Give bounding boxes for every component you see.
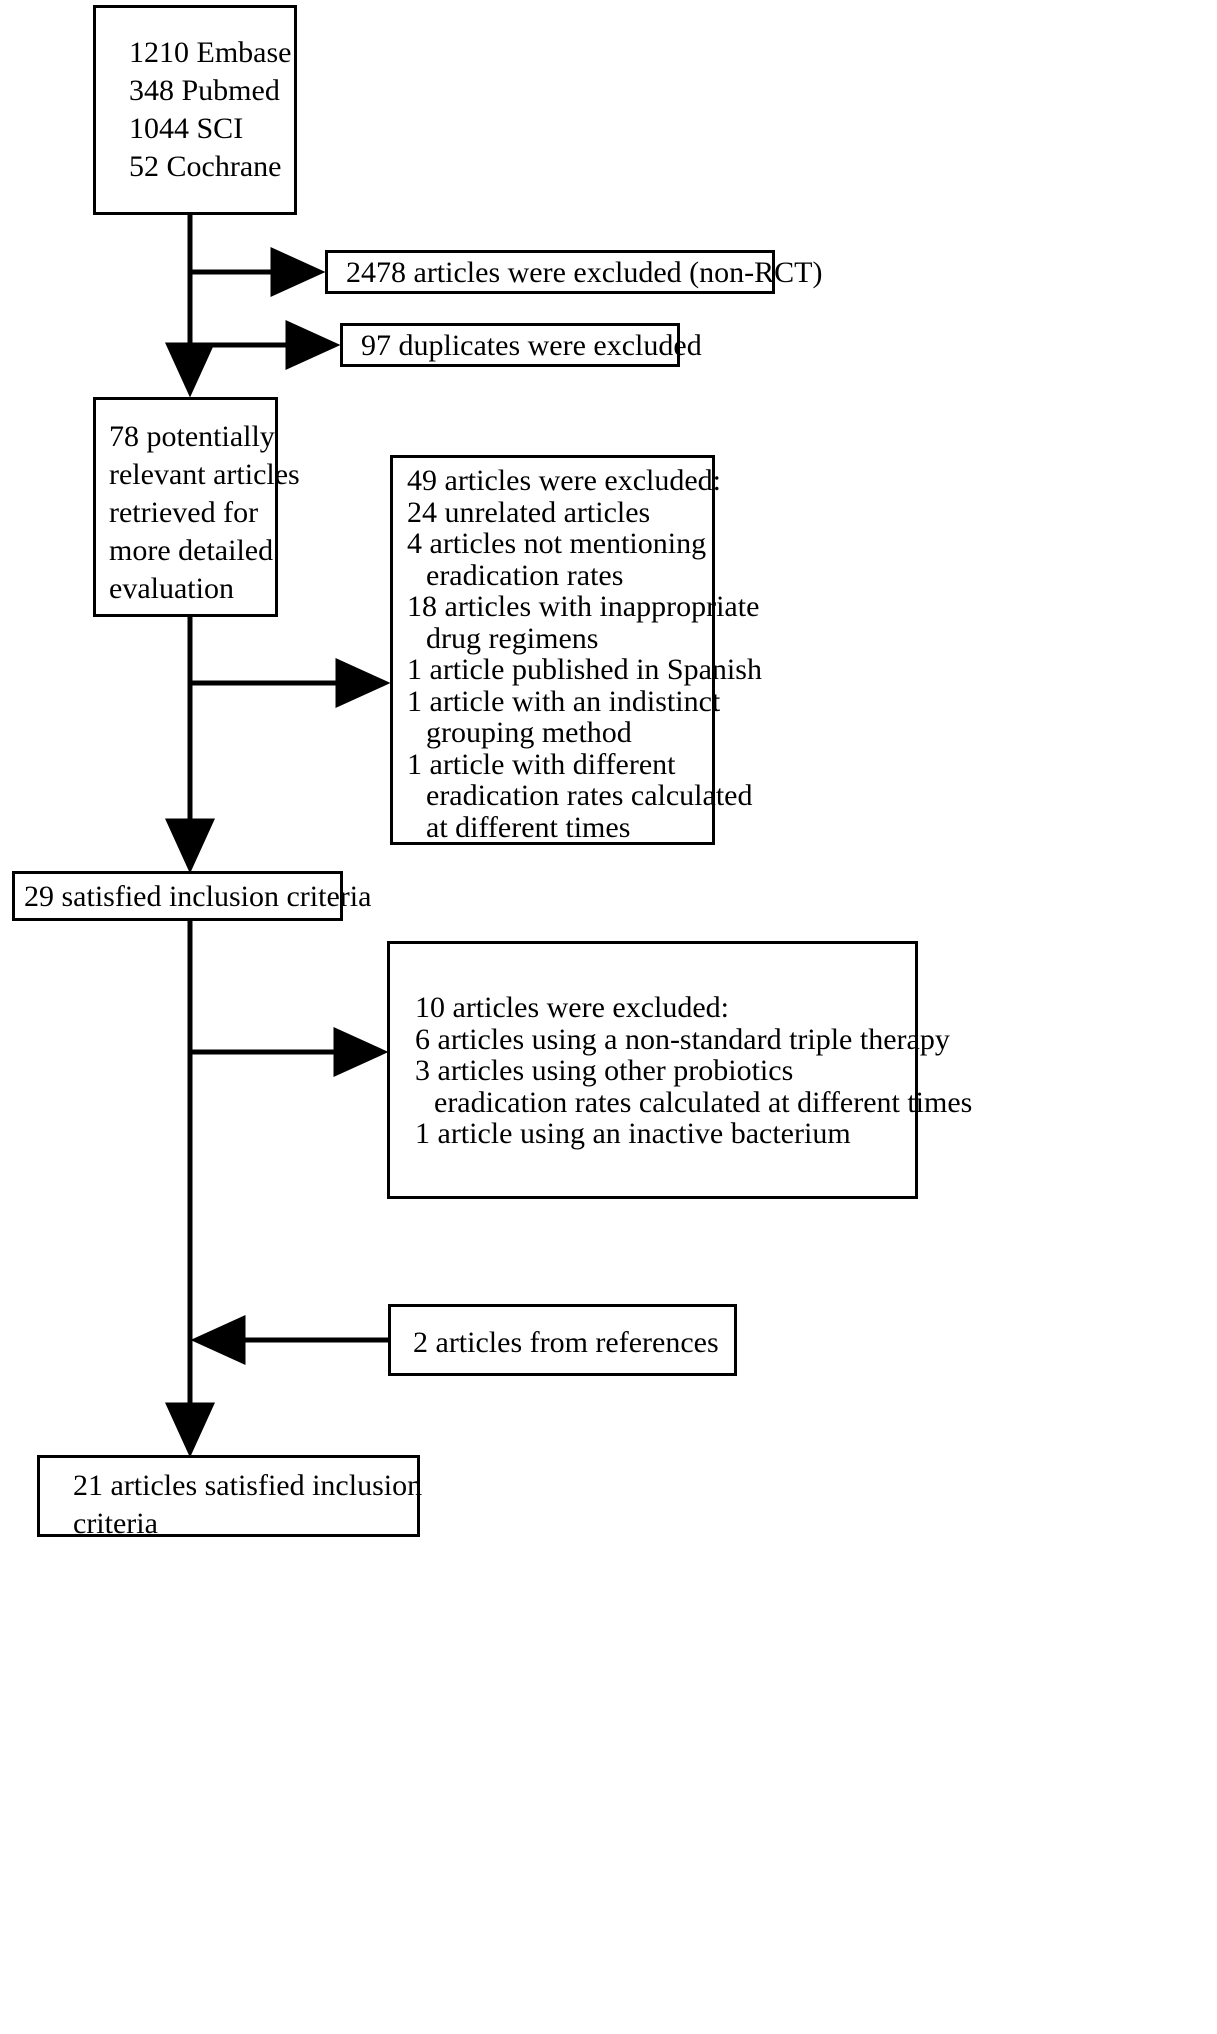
excluded-49-line-1: 49 articles were excluded: (407, 464, 722, 497)
box-excluded-49: 49 articles were excluded: 24 unrelated … (390, 455, 762, 845)
box-from-references-text: 2 articles from references (413, 1326, 719, 1359)
box-satisfied-29: 29 satisfied inclusion criteria (12, 871, 371, 921)
excluded-49-line-9: grouping method (426, 716, 632, 749)
box-excluded-non-rct: 2478 articles were excluded (non-RCT) (325, 250, 823, 294)
excluded-49-line-11: eradication rates calculated (426, 779, 753, 812)
box-database-sources-text: 1210 Embase 348 Pubmed 1044 SCI 52 Cochr… (129, 36, 292, 183)
box-excluded-10: 10 articles were excluded: 6 articles us… (387, 941, 972, 1199)
excluded-49-line-6: drug regimens (426, 621, 599, 655)
excluded-49-line-2: 24 unrelated articles (407, 495, 651, 529)
excluded-10-line-1: 10 articles were excluded: (415, 991, 730, 1024)
excluded-10-line-2: 6 articles using a non-standard triple t… (415, 1022, 950, 1056)
box-retrieved-78: 78 potentially relevant articles retriev… (93, 397, 300, 617)
excluded-10-line-4: eradication rates calculated at differen… (434, 1085, 973, 1119)
excluded-10-line-3: 3 articles using other probiotics (415, 1054, 794, 1087)
box-retrieved-78-text: 78 potentially relevant articles retriev… (109, 420, 300, 605)
box-excluded-duplicates-text: 97 duplicates were excluded (361, 329, 702, 362)
excluded-49-line-8: 1 article with an indistinct (407, 684, 721, 718)
box-final-21: 21 articles satisfied inclusion criteria (37, 1455, 422, 1540)
excluded-49-line-3: 4 articles not mentioning (407, 527, 707, 560)
excluded-49-line-4: eradication rates (426, 558, 624, 592)
box-satisfied-29-text: 29 satisfied inclusion criteria (24, 880, 372, 913)
box-excluded-duplicates: 97 duplicates were excluded (340, 323, 702, 367)
box-excluded-non-rct-text: 2478 articles were excluded (non-RCT) (346, 256, 823, 289)
excluded-49-line-7: 1 article published in Spanish (407, 653, 762, 686)
excluded-10-line-5: 1 article using an inactive bacterium (415, 1117, 851, 1150)
excluded-49-line-12: at different times (426, 810, 631, 844)
box-final-21-text: 21 articles satisfied inclusion criteria (73, 1469, 423, 1540)
box-database-sources: 1210 Embase 348 Pubmed 1044 SCI 52 Cochr… (93, 5, 297, 215)
excluded-49-line-10: 1 article with different (407, 747, 676, 781)
excluded-49-line-5: 18 articles with inappropriate (407, 590, 760, 623)
box-from-references: 2 articles from references (388, 1304, 737, 1376)
